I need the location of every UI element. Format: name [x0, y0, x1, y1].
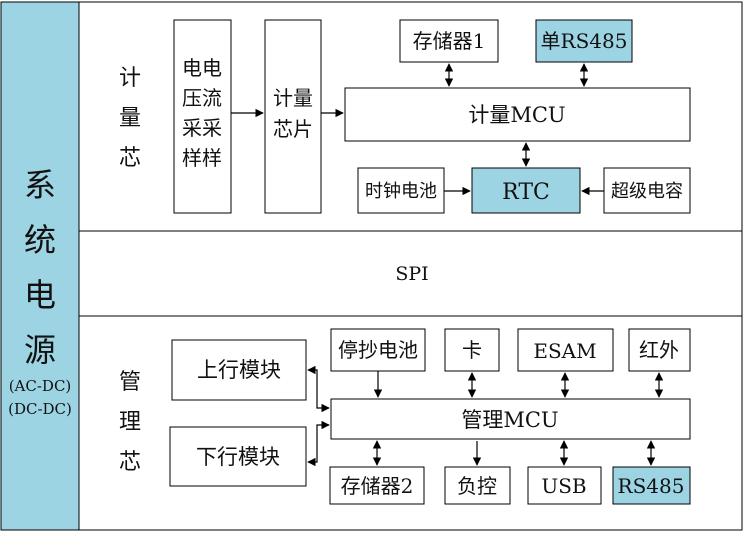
uplink-module-label: 上行模块 — [197, 358, 281, 382]
rs485-label: RS485 — [618, 474, 685, 498]
power-panel-background — [0, 1, 80, 531]
rs485-box — [612, 466, 691, 505]
load-control-label: 负控 — [457, 474, 497, 498]
rtc-box — [471, 167, 581, 214]
metering-chip-line-2: 芯片 — [273, 117, 313, 141]
downlink-module-box — [169, 426, 307, 487]
rtc-label: RTC — [502, 180, 550, 205]
management-mcu-label: 管理MCU — [461, 408, 558, 432]
storage1-label: 存储器1 — [413, 29, 486, 53]
infrared-label: 红外 — [639, 338, 679, 362]
power-subtitle-acdc: (AC-DC) — [9, 377, 72, 395]
uplink-module-box — [171, 339, 307, 401]
management-side-char-2: 理 — [119, 410, 141, 435]
sampling-line-3: 采采 — [182, 116, 222, 140]
downlink-module-label: 下行模块 — [196, 445, 280, 469]
storage2-box — [329, 466, 425, 505]
management-side-char-1: 管 — [119, 370, 141, 395]
sampling-box — [173, 19, 232, 214]
load-control-box — [444, 466, 511, 505]
power-title-char-1: 系 — [24, 166, 56, 204]
storage2-label: 存储器2 — [341, 474, 414, 498]
metering-section: 计 量 芯 电电 压流 采采 样样 计量 芯片 存储器1 单RS485 计量MC… — [119, 19, 691, 214]
usb-label: USB — [541, 474, 586, 498]
sampling-line-2: 压流 — [182, 86, 222, 110]
supercap-label: 超级电容 — [611, 181, 683, 202]
management-mcu-box — [330, 398, 691, 440]
diagram-frame — [78, 1, 743, 531]
supercap-box — [603, 167, 691, 214]
arrow-downlink-mcu — [307, 420, 330, 467]
metering-chip-box — [264, 19, 322, 214]
metering-mcu-label: 计量MCU — [468, 103, 565, 127]
power-title-char-2: 统 — [24, 221, 56, 259]
clock-battery-label: 时钟电池 — [365, 181, 437, 202]
card-box — [444, 328, 500, 372]
rs485-single-box — [535, 19, 633, 63]
sampling-line-4: 样样 — [182, 146, 222, 170]
management-side-char-3: 芯 — [119, 450, 141, 475]
system-power-panel: 系 统 电 源 (AC-DC) (DC-DC) — [0, 1, 80, 531]
storage1-box — [399, 19, 499, 63]
usb-box — [527, 466, 602, 505]
rs485-single-label: 单RS485 — [541, 29, 628, 53]
metering-side-char-3: 芯 — [119, 146, 141, 171]
metering-chip-line-1: 计量 — [273, 86, 313, 110]
esam-box — [517, 328, 614, 372]
esam-label: ESAM — [533, 339, 596, 363]
sampling-line-1: 电电 — [182, 56, 222, 80]
card-label: 卡 — [462, 338, 482, 362]
power-title-char-4: 源 — [24, 331, 56, 369]
metering-side-char-2: 量 — [119, 106, 141, 131]
power-subtitle-dcdc: (DC-DC) — [8, 400, 72, 418]
standby-battery-label: 停抄电池 — [338, 338, 418, 362]
standby-battery-box — [330, 328, 426, 372]
arrow-uplink-mcu — [307, 365, 330, 413]
spi-label: SPI — [395, 263, 428, 285]
power-title-char-3: 电 — [24, 276, 56, 314]
infrared-box — [628, 328, 691, 372]
metering-mcu-box — [344, 87, 691, 142]
management-section: 管 理 芯 上行模块 下行模块 停抄电池 卡 ESAM 红外 管理MCU 存储器… — [119, 328, 691, 505]
metering-side-char-1: 计 — [119, 66, 141, 91]
clock-battery-box — [357, 167, 445, 214]
